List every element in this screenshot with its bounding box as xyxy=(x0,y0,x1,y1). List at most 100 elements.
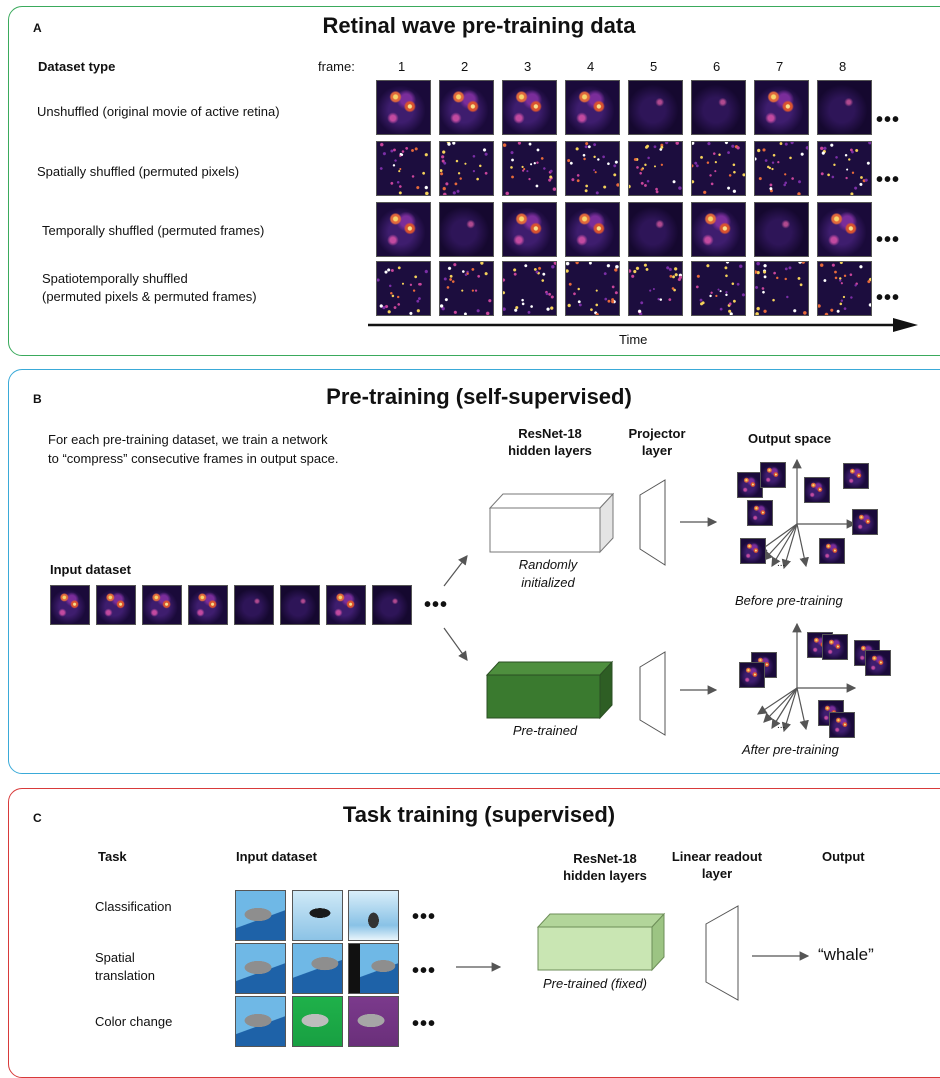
after-pretraining-label: After pre-training xyxy=(742,742,839,757)
task-header: Task xyxy=(98,849,127,864)
projector-layer-bottom xyxy=(639,651,666,736)
projector-header: Projector xyxy=(628,426,686,441)
retina-frame-thumbnail xyxy=(376,80,431,135)
panel-b-description-1: For each pre-training dataset, we train … xyxy=(48,432,328,447)
retina-frame-thumbnail xyxy=(817,80,872,135)
frame-number: 2 xyxy=(461,59,469,74)
input-frame-thumbnail xyxy=(96,585,136,625)
output-space-header: Output space xyxy=(748,431,832,446)
axis-dots-before: ... xyxy=(777,558,786,569)
output-axes-before xyxy=(757,458,857,570)
readout-header: Linear readout xyxy=(671,849,763,864)
task-input-image xyxy=(292,890,343,941)
frame-number: 6 xyxy=(713,59,721,74)
retina-frame-thumbnail xyxy=(817,141,872,196)
retina-frame-thumbnail xyxy=(628,261,683,316)
axis-dots-after: ... xyxy=(777,720,786,731)
task-spatial-translation-1: Spatial xyxy=(95,950,135,965)
task-input-image xyxy=(348,890,399,941)
retina-frame-thumbnail xyxy=(691,261,746,316)
panel-b-letter: B xyxy=(33,392,42,406)
retina-frame-thumbnail xyxy=(754,202,809,257)
input-frame-thumbnail xyxy=(326,585,366,625)
panel-b: B Pre-training (self-supervised) xyxy=(8,369,940,774)
retina-frame-thumbnail xyxy=(565,141,620,196)
input-frame-thumbnail xyxy=(280,585,320,625)
input-dataset-label: Input dataset xyxy=(50,562,131,577)
retina-frame-thumbnail xyxy=(502,80,557,135)
retina-frame-thumbnail xyxy=(565,80,620,135)
row-label-spatiotemporal-2: (permuted pixels & permuted frames) xyxy=(42,289,257,304)
output-embedding-thumbnail xyxy=(852,509,878,535)
output-embedding-thumbnail xyxy=(739,662,765,688)
retina-frame-thumbnail xyxy=(628,141,683,196)
output-axes-after xyxy=(757,622,857,733)
task-spatial-translation-2: translation xyxy=(95,968,155,983)
retina-frame-thumbnail xyxy=(502,202,557,257)
resnet-header-2: hidden layers xyxy=(508,443,592,458)
output-embedding-thumbnail xyxy=(740,538,766,564)
retina-frame-thumbnail xyxy=(817,261,872,316)
resnet-c-header-2: hidden layers xyxy=(563,868,647,883)
random-init-label-2: initialized xyxy=(521,575,575,590)
time-label: Time xyxy=(619,332,648,347)
random-init-block xyxy=(488,492,615,554)
output-header: Output xyxy=(822,849,865,864)
task-input-image xyxy=(348,943,399,994)
resnet-c-header: ResNet-18 xyxy=(573,851,637,866)
retina-frame-thumbnail xyxy=(691,141,746,196)
output-embedding-thumbnail xyxy=(804,477,830,503)
panel-c: C Task training (supervised) xyxy=(8,788,940,1078)
input-frame-thumbnail xyxy=(142,585,182,625)
input-frame-thumbnail xyxy=(234,585,274,625)
retina-frame-thumbnail xyxy=(376,261,431,316)
projector-header-2: layer xyxy=(641,443,673,458)
task-input-image xyxy=(235,890,286,941)
resnet-header: ResNet-18 xyxy=(518,426,582,441)
pretrained-label: Pre-trained xyxy=(512,723,578,738)
input-frame-thumbnail xyxy=(50,585,90,625)
retina-frame-thumbnail xyxy=(628,202,683,257)
output-embedding-thumbnail xyxy=(822,634,848,660)
retina-frame-thumbnail xyxy=(376,202,431,257)
panel-c-diagram xyxy=(456,905,810,1001)
retina-frame-thumbnail xyxy=(565,202,620,257)
frame-header: frame: xyxy=(318,59,355,74)
linear-readout-layer xyxy=(705,905,739,1001)
output-embedding-thumbnail xyxy=(843,463,869,489)
retina-frame-thumbnail xyxy=(754,261,809,316)
task-input-image xyxy=(292,943,343,994)
retina-frame-thumbnail xyxy=(565,261,620,316)
row-label-unshuffled: Unshuffled (original movie of active ret… xyxy=(37,104,280,119)
pretrained-block xyxy=(485,660,614,720)
panel-c-letter: C xyxy=(33,811,42,825)
branch-arrow-down xyxy=(443,627,468,661)
input-dataset-header: Input dataset xyxy=(236,849,317,864)
row-label-temporal: Temporally shuffled (permuted frames) xyxy=(42,223,265,238)
output-embedding-thumbnail xyxy=(760,462,786,488)
random-init-label: Randomly xyxy=(518,557,578,572)
panel-a-title: Retinal wave pre-training data xyxy=(322,13,636,38)
frame-number: 4 xyxy=(587,59,595,74)
dataset-type-header: Dataset type xyxy=(38,59,116,74)
retina-frame-thumbnail xyxy=(376,141,431,196)
panel-c-title: Task training (supervised) xyxy=(342,802,616,827)
before-pretraining-label: Before pre-training xyxy=(735,593,843,608)
projector-layer-top xyxy=(639,479,666,566)
task-input-image xyxy=(292,996,343,1047)
input-frame-thumbnail xyxy=(188,585,228,625)
output-embedding-thumbnail xyxy=(747,500,773,526)
time-arrow xyxy=(368,318,918,332)
retina-frame-thumbnail xyxy=(628,80,683,135)
fixed-resnet-block xyxy=(536,912,666,972)
output-value: “whale” xyxy=(818,945,874,964)
retina-frame-thumbnail xyxy=(754,80,809,135)
retina-frame-thumbnail xyxy=(754,141,809,196)
task-classification: Classification xyxy=(95,899,172,914)
task-input-image xyxy=(235,943,286,994)
task-input-image xyxy=(348,996,399,1047)
row-label-spatiotemporal-1: Spatiotemporally shuffled xyxy=(42,271,188,286)
frame-number: 8 xyxy=(839,59,847,74)
panel-b-description-2: to “compress” consecutive frames in outp… xyxy=(48,451,339,466)
retina-frame-thumbnail xyxy=(439,261,494,316)
